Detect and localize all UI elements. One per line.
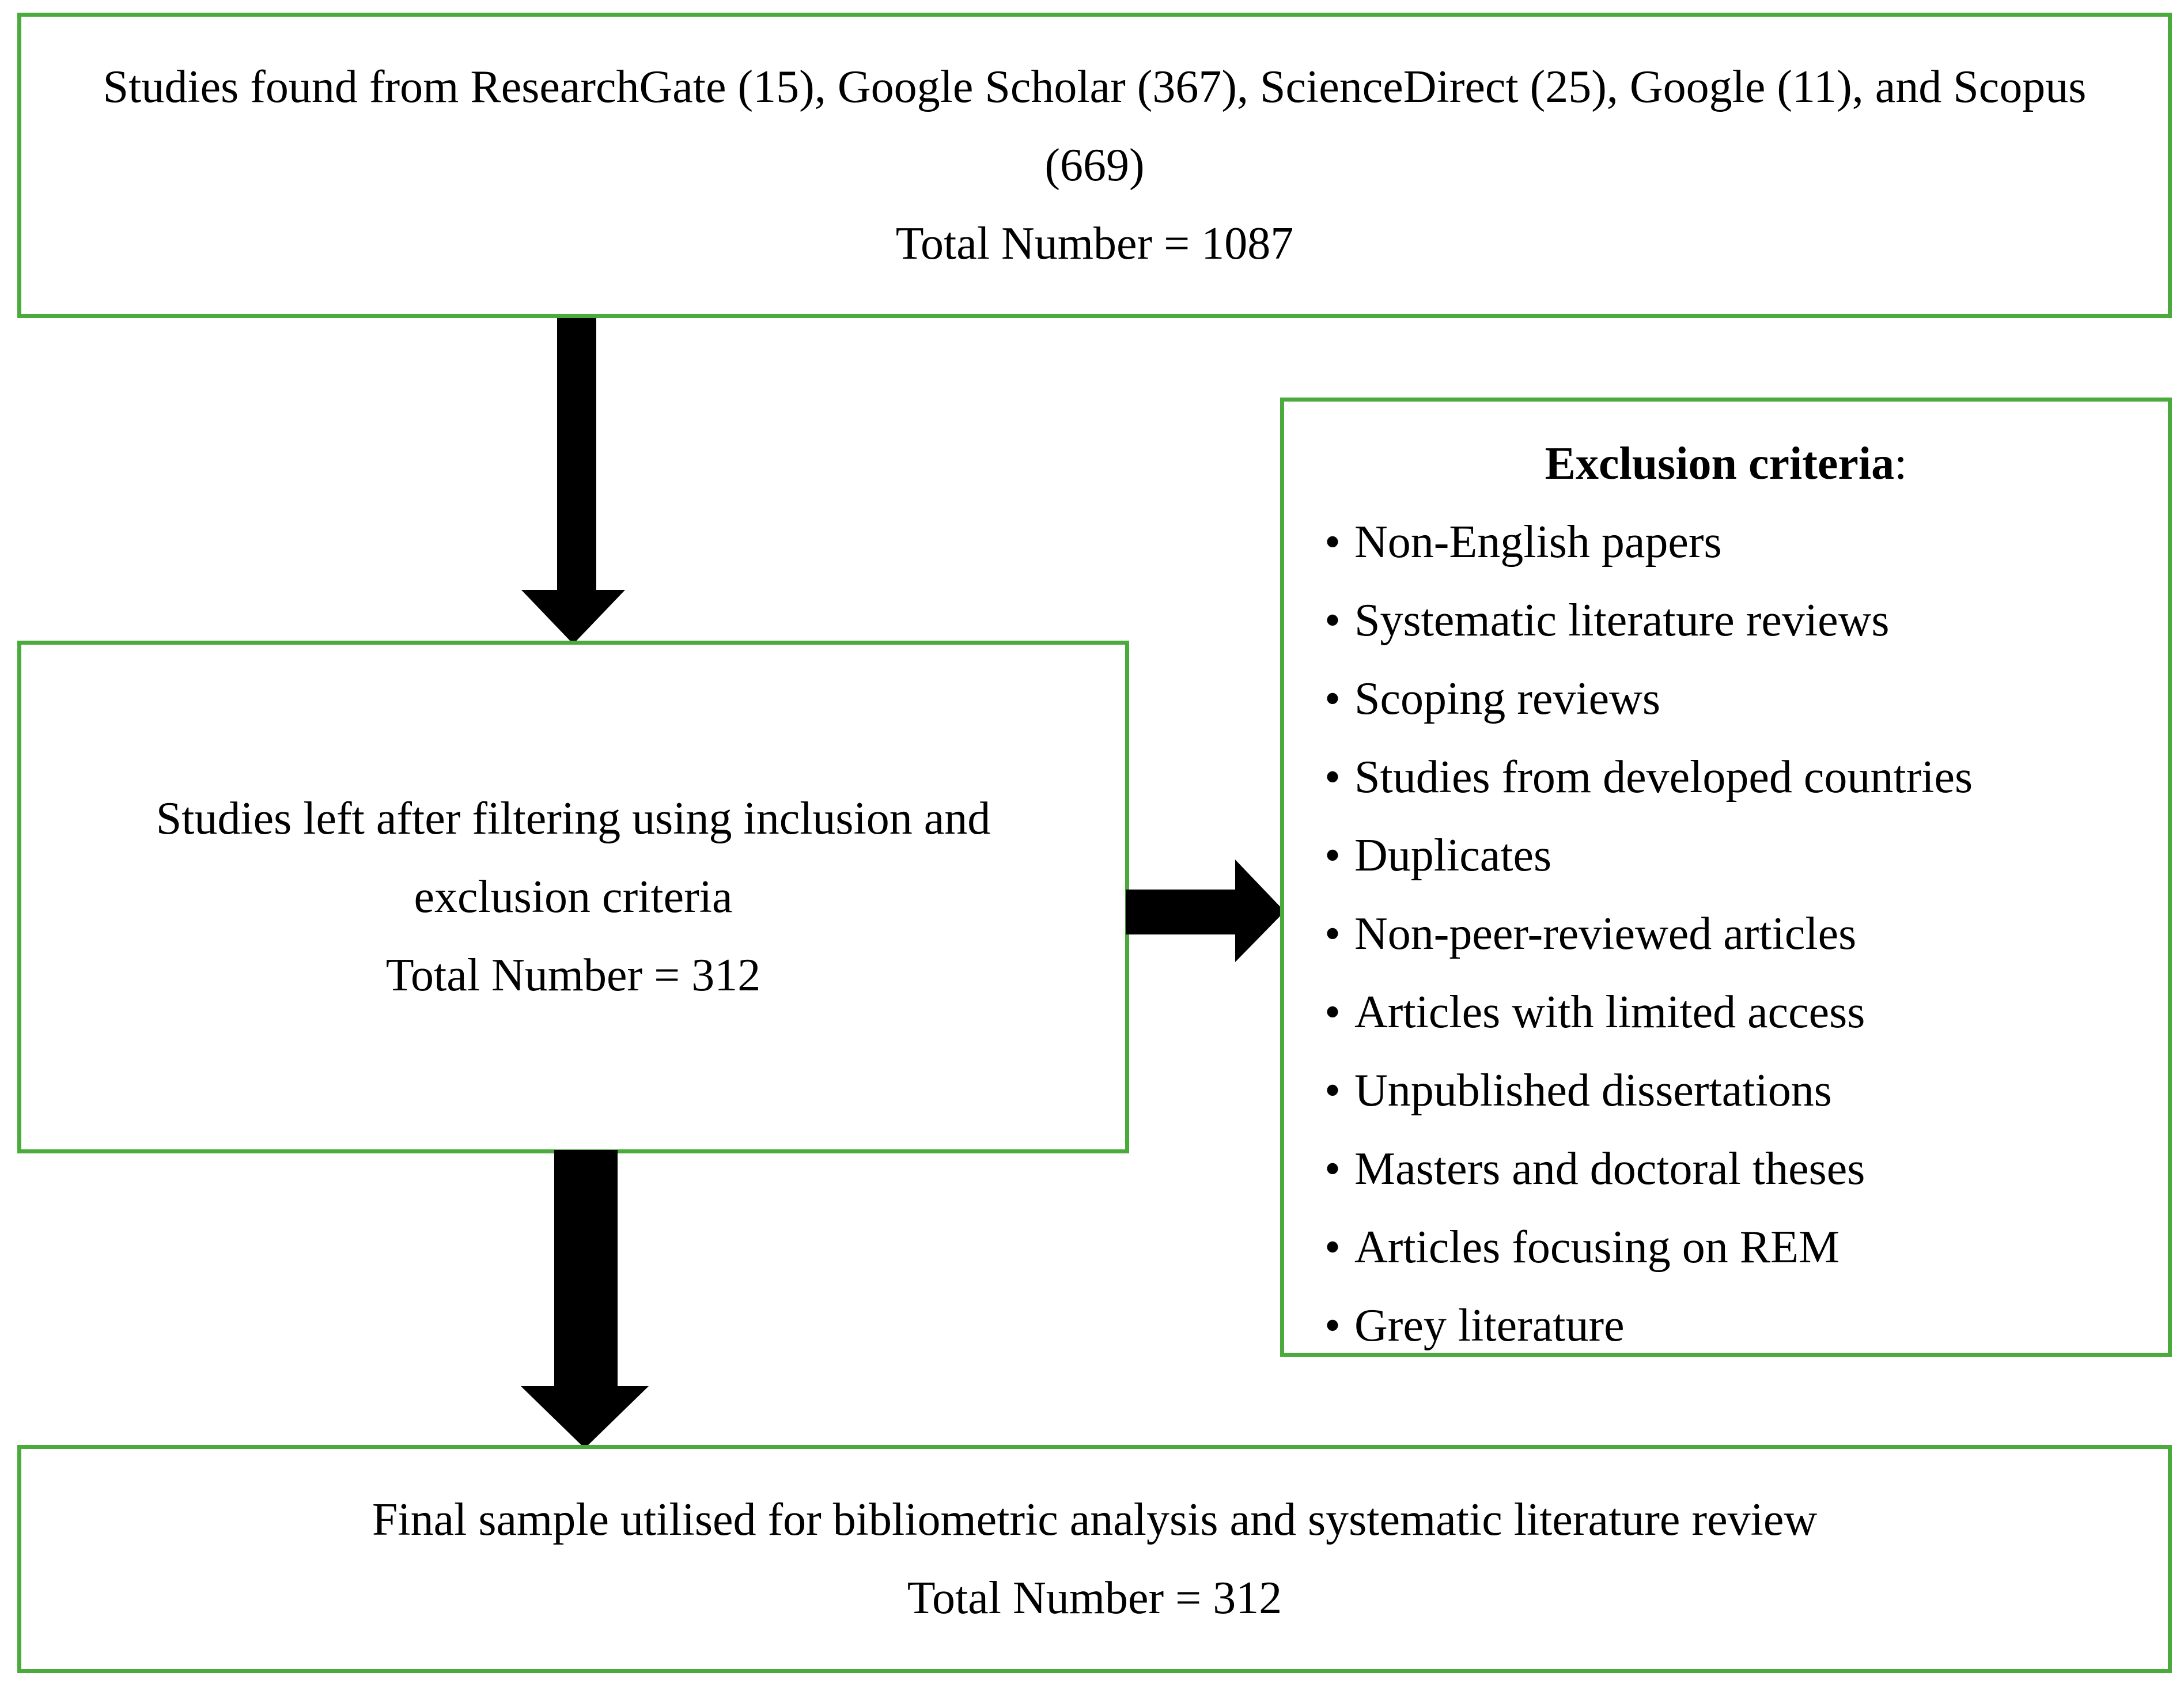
sources-text-line2: (669) (1044, 140, 1145, 191)
list-item: • Non-peer-reviewed articles (1324, 895, 2168, 973)
exclusion-title-label: Exclusion criteria (1545, 438, 1895, 489)
exclusion-title-colon: : (1894, 438, 1907, 489)
list-item: • Scoping reviews (1324, 660, 2168, 738)
exclusion-item-text: Unpublished dissertations (1354, 1065, 1832, 1116)
bullet-icon: • (1324, 1222, 1341, 1273)
list-item: • Systematic literature reviews (1324, 581, 2168, 660)
filtered-total: Total Number = 312 (385, 950, 761, 1001)
exclusion-item-text: Articles with limited access (1354, 987, 1865, 1038)
sources-total: Total Number = 1087 (895, 218, 1294, 269)
filtered-text-line2: exclusion criteria (414, 872, 733, 922)
exclusion-item-text: Grey literature (1354, 1300, 1625, 1351)
exclusion-item-text: Scoping reviews (1354, 673, 1661, 724)
list-item: • Unpublished dissertations (1324, 1051, 2168, 1130)
exclusion-criteria-box: Exclusion criteria: • Non-English papers … (1280, 398, 2172, 1357)
filtered-box: Studies left after filtering using inclu… (17, 641, 1129, 1153)
final-text-line1: Final sample utilised for bibliometric a… (372, 1494, 1818, 1545)
bullet-icon: • (1324, 1065, 1341, 1116)
sources-text-line1: Studies found from ResearchGate (15), Go… (103, 62, 2087, 112)
list-item: • Duplicates (1324, 816, 2168, 895)
exclusion-title: Exclusion criteria: (1324, 425, 2168, 503)
exclusion-item-text: Studies from developed countries (1354, 752, 1973, 803)
list-item: • Masters and doctoral theses (1324, 1130, 2168, 1208)
final-sample-box: Final sample utilised for bibliometric a… (17, 1445, 2172, 1673)
exclusion-item-text: Masters and doctoral theses (1354, 1144, 1865, 1194)
bullet-icon: • (1324, 673, 1341, 724)
arrow-right-filtered-to-exclusion (1126, 860, 1285, 962)
bullet-icon: • (1324, 830, 1341, 881)
exclusion-item-text: Non-peer-reviewed articles (1354, 909, 1857, 959)
sources-box: Studies found from ResearchGate (15), Go… (17, 13, 2172, 318)
list-item: • Studies from developed countries (1324, 738, 2168, 816)
final-total: Total Number = 312 (907, 1573, 1282, 1624)
arrow-down-sources-to-filtered (521, 318, 625, 644)
exclusion-list: • Non-English papers • Systematic literatu… (1324, 503, 2168, 1353)
bullet-icon: • (1324, 909, 1341, 959)
arrow-down-filtered-to-final (521, 1150, 649, 1448)
bullet-icon: • (1324, 987, 1341, 1038)
list-item: • Articles focusing on REM (1324, 1208, 2168, 1286)
list-item: • Articles with limited access (1324, 973, 2168, 1051)
bullet-icon: • (1324, 1300, 1341, 1351)
exclusion-item-text: Duplicates (1354, 830, 1552, 881)
bullet-icon: • (1324, 752, 1341, 803)
list-item: • Non-English papers (1324, 503, 2168, 581)
bullet-icon: • (1324, 517, 1341, 567)
exclusion-item-text: Non-English papers (1354, 517, 1722, 567)
filtered-text-line1: Studies left after filtering using inclu… (156, 793, 991, 844)
bullet-icon: • (1324, 1144, 1341, 1194)
bullet-icon: • (1324, 595, 1341, 646)
exclusion-item-text: Articles focusing on REM (1354, 1222, 1840, 1273)
list-item: • Grey literature (1324, 1286, 2168, 1353)
exclusion-item-text: Systematic literature reviews (1354, 595, 1890, 646)
